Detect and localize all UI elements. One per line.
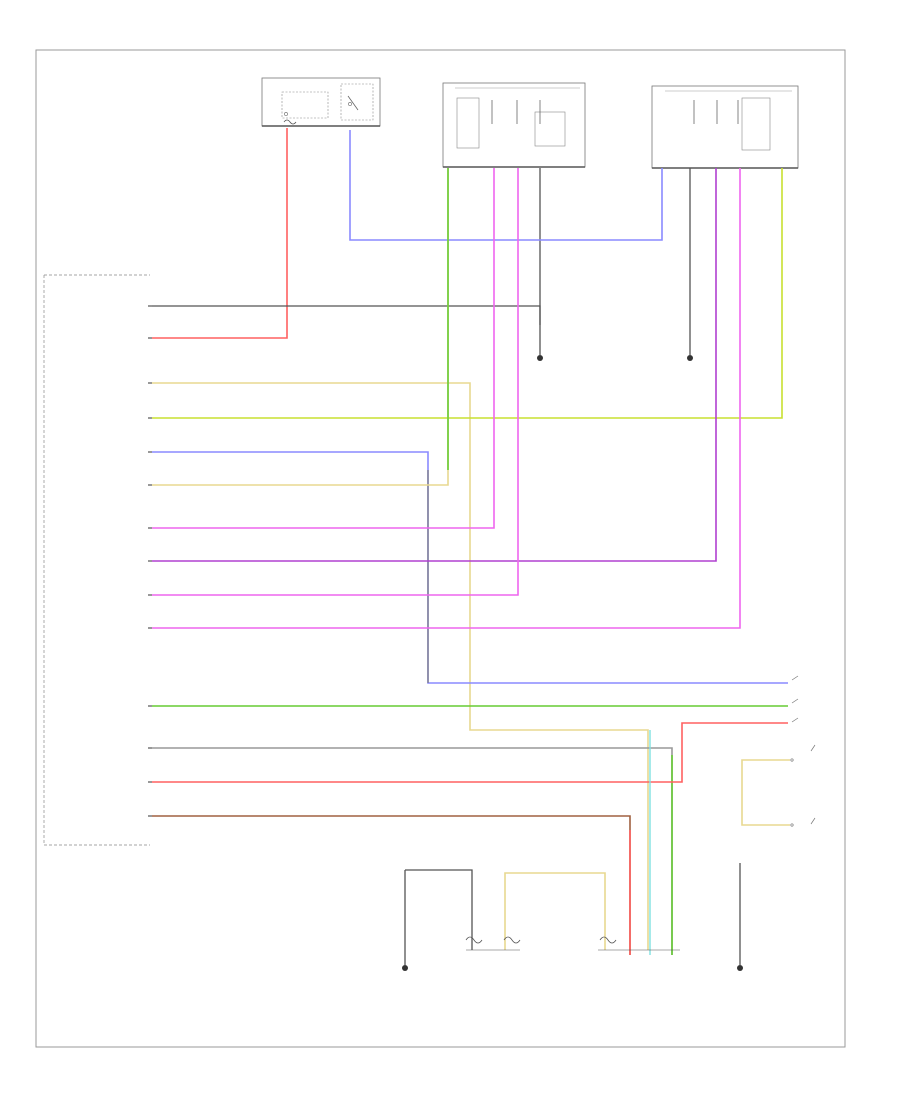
wire-pass-lo bbox=[150, 168, 741, 629]
wire-blue-bus bbox=[349, 130, 663, 241]
wire-driver-temp-gray bbox=[150, 747, 673, 955]
fuse-box bbox=[261, 77, 381, 127]
wires bbox=[150, 128, 790, 965]
wire-pass-temp-sensor bbox=[150, 168, 783, 419]
wire-pass-loop bbox=[741, 759, 790, 826]
seat-heater-module bbox=[43, 274, 150, 846]
wire-driver-lo bbox=[150, 168, 519, 596]
ground-passenger-seat bbox=[687, 355, 693, 361]
wire-driver-seat-out bbox=[150, 168, 449, 486]
wire-pass-temp-signal bbox=[150, 451, 788, 684]
wire-driver-pwm bbox=[150, 815, 631, 955]
driver-heater-box bbox=[442, 82, 586, 168]
diagram-frame bbox=[35, 49, 846, 1048]
right-connectors bbox=[790, 675, 816, 827]
ground-driver-seat bbox=[537, 355, 543, 361]
wire-yellow-bottom bbox=[504, 872, 606, 950]
wire-pass-hi bbox=[150, 168, 717, 562]
wire-driver-temp-sensor bbox=[150, 382, 649, 950]
wire-ground-bottom-left bbox=[405, 869, 473, 950]
ground-bottom-left bbox=[402, 965, 408, 971]
pin-stubs bbox=[148, 305, 152, 817]
passenger-heater-box bbox=[651, 85, 799, 169]
wire-ground bbox=[150, 305, 541, 325]
ground-bottom-right bbox=[737, 965, 743, 971]
wire-driver-hi bbox=[150, 168, 495, 529]
driver-seat-cushion-heater bbox=[598, 936, 680, 951]
wire-pass-pwm bbox=[150, 722, 788, 783]
wire-power-red bbox=[150, 128, 288, 339]
driver-seat-back-heater bbox=[465, 936, 521, 951]
